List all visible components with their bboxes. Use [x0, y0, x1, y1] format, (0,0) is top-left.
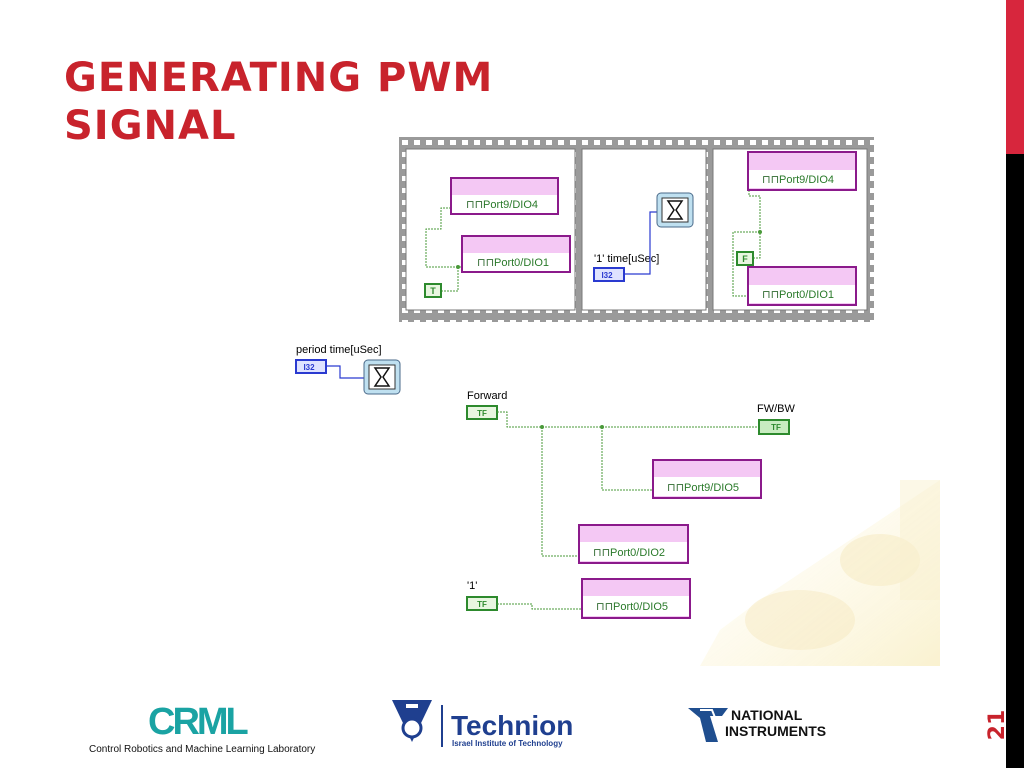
- accent-bar-black: [1006, 154, 1024, 768]
- false-constant[interactable]: F: [736, 251, 754, 266]
- svg-text:⊓⊓: ⊓⊓: [762, 174, 779, 186]
- node-label: Port0/DIO1: [779, 289, 834, 301]
- dio-node-port0-dio1-b[interactable]: ⊓⊓ Port0/DIO1: [747, 266, 857, 306]
- tf-terminal: TF: [477, 409, 487, 418]
- technion-emblem-icon: [392, 700, 432, 742]
- dio-node-port0-dio5[interactable]: ⊓⊓ Port0/DIO5: [581, 578, 691, 619]
- period-label: period time[uSec]: [296, 344, 382, 356]
- node-label: Port9/DIO5: [684, 482, 739, 494]
- true-constant-label: T: [430, 286, 436, 296]
- node-label: Port9/DIO4: [779, 174, 834, 186]
- period-group: period time[uSec] I32: [295, 344, 401, 395]
- false-constant-label: F: [742, 254, 748, 264]
- dio-node-port9-dio4-b[interactable]: ⊓⊓ Port9/DIO4: [747, 151, 857, 191]
- sequence-frame-1: T ⊓⊓ Port9/DIO4 ⊓⊓ Port0/DIO1: [424, 177, 571, 298]
- ni-line1: NATIONAL: [731, 707, 803, 723]
- i32-terminal: I32: [601, 271, 613, 280]
- dio-node-port9-dio5[interactable]: ⊓⊓ Port9/DIO5: [652, 459, 762, 499]
- one-label: '1': [467, 580, 477, 592]
- forward-group: Forward TF FW/BW TF ⊓⊓ Port9/DIO5 ⊓⊓ Por…: [466, 390, 795, 564]
- technion-logo: Technion Israel Institute of Technology: [392, 700, 573, 748]
- accent-bar-red: [1006, 0, 1024, 154]
- title-line-2: SIGNAL: [64, 103, 237, 149]
- ni-logo: NATIONAL INSTRUMENTS: [688, 707, 826, 742]
- crml-logo: CRML Control Robotics and Machine Learni…: [89, 701, 315, 755]
- svg-text:⊓⊓: ⊓⊓: [667, 482, 684, 494]
- one-time-label: '1' time[uSec]: [594, 253, 659, 265]
- fwbw-indicator[interactable]: TF: [758, 419, 790, 435]
- true-constant[interactable]: T: [424, 283, 442, 298]
- one-group: '1' TF ⊓⊓ Port0/DIO5: [466, 578, 691, 619]
- forward-label: Forward: [467, 390, 507, 402]
- node-label: Port0/DIO1: [494, 257, 549, 269]
- forward-control[interactable]: TF: [466, 405, 498, 420]
- sequence-frame-3: F ⊓⊓ Port9/DIO4 ⊓⊓ Port0/DIO1: [732, 151, 857, 306]
- svg-text:⊓⊓: ⊓⊓: [593, 547, 610, 559]
- svg-text:⊓⊓: ⊓⊓: [762, 289, 779, 301]
- fwbw-label: FW/BW: [757, 403, 795, 415]
- node-label: Port0/DIO5: [613, 601, 668, 613]
- wait-hourglass-icon[interactable]: [363, 359, 401, 395]
- svg-text:⊓⊓: ⊓⊓: [466, 199, 483, 211]
- ni-eagle-icon: [688, 708, 728, 742]
- sequence-frame-2: '1' time[uSec] I32: [593, 192, 694, 282]
- dio-node-port9-dio4-a[interactable]: ⊓⊓ Port9/DIO4: [450, 177, 559, 215]
- dio-node-port0-dio1-a[interactable]: ⊓⊓ Port0/DIO1: [461, 235, 571, 273]
- node-label: Port9/DIO4: [483, 199, 538, 211]
- wait-us-hourglass-icon[interactable]: [656, 192, 694, 228]
- tf-terminal: TF: [771, 423, 781, 432]
- crml-caption: Control Robotics and Machine Learning La…: [89, 744, 315, 755]
- ni-line2: INSTRUMENTS: [725, 723, 826, 739]
- i32-terminal: I32: [303, 363, 315, 372]
- svg-text:⊓⊓: ⊓⊓: [477, 257, 494, 269]
- dio-node-port0-dio2[interactable]: ⊓⊓ Port0/DIO2: [578, 524, 689, 564]
- background-robot-image: [700, 480, 940, 666]
- one-control[interactable]: TF: [466, 596, 498, 611]
- node-label: Port0/DIO2: [610, 547, 665, 559]
- technion-subtitle: Israel Institute of Technology: [452, 739, 563, 748]
- crml-mark: CRML: [148, 701, 249, 743]
- technion-name: Technion: [451, 710, 573, 741]
- tf-terminal: TF: [477, 600, 487, 609]
- one-time-control[interactable]: I32: [593, 267, 625, 282]
- svg-text:⊓⊓: ⊓⊓: [596, 601, 613, 613]
- title-line-1: GENERATING PWM: [64, 55, 494, 101]
- period-control[interactable]: I32: [295, 359, 327, 374]
- slide-title: GENERATING PWM SIGNAL: [64, 54, 493, 150]
